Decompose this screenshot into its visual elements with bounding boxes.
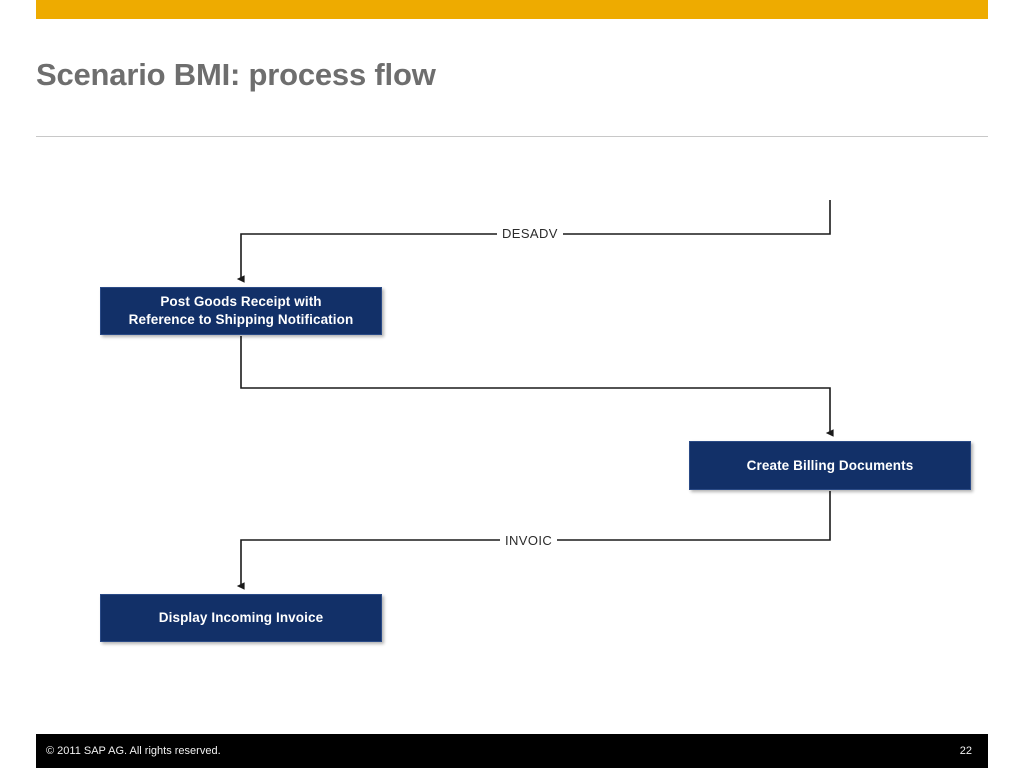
process-node-display-incoming-invoice[interactable]: Display Incoming Invoice xyxy=(100,594,382,642)
footer-copyright: © 2011 SAP AG. All rights reserved. xyxy=(46,745,221,757)
page-title: Scenario BMI: process flow xyxy=(36,57,436,92)
process-node-create-billing-documents[interactable]: Create Billing Documents xyxy=(689,441,971,490)
process-node-label-line1: Display Incoming Invoice xyxy=(158,610,324,625)
process-node-label-line1: Create Billing Documents xyxy=(746,457,914,473)
title-divider xyxy=(36,136,988,137)
process-node-label: Create Billing Documents xyxy=(741,457,920,475)
process-node-label-line2: Reference to Shipping Notification xyxy=(128,312,354,327)
process-node-post-goods-receipt[interactable]: Post Goods Receipt with Reference to Shi… xyxy=(100,287,382,335)
process-node-label-line1: Post Goods Receipt with xyxy=(160,294,322,309)
footer-page-number: 22 xyxy=(959,745,972,757)
top-accent-bar xyxy=(36,0,988,19)
footer-bar xyxy=(36,734,988,768)
connector-goods-to-billing xyxy=(240,336,834,437)
process-node-label: Post Goods Receipt with Reference to Shi… xyxy=(123,293,360,329)
edge-label-desadv: DESADV xyxy=(497,226,563,242)
edge-label-invoic: INVOIC xyxy=(500,533,558,549)
process-node-label: Display Incoming Invoice xyxy=(153,609,329,627)
